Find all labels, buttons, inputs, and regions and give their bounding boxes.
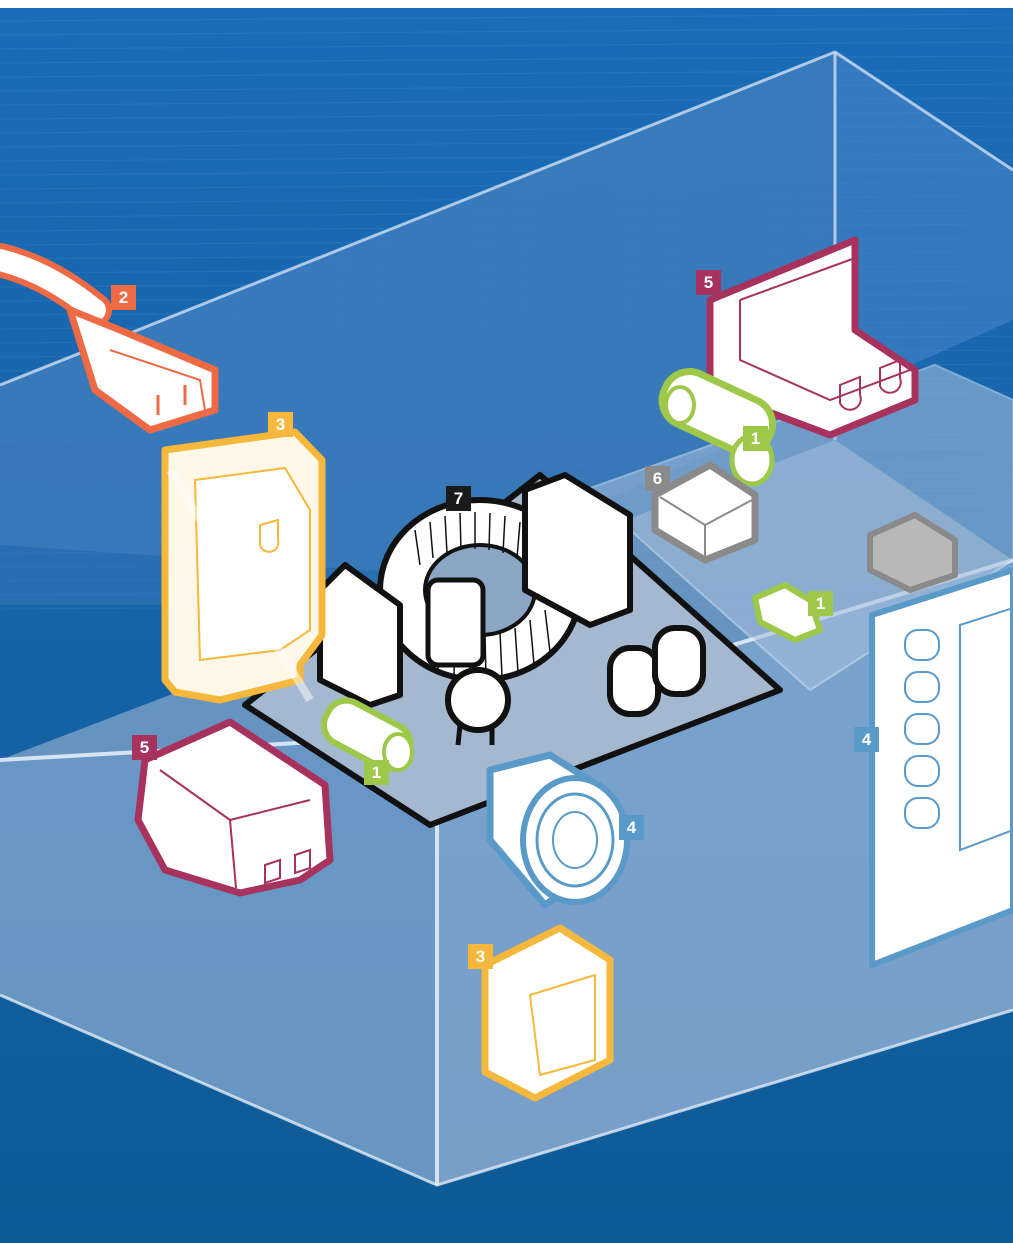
callout-badge-5-lower: 5 — [132, 735, 157, 760]
callout-badge-5-upper: 5 — [696, 270, 721, 295]
callout-badge-4-panel: 4 — [854, 727, 879, 752]
callout-badge-3-upper: 3 — [268, 412, 293, 437]
callout-badge-1-lower: 1 — [364, 760, 389, 785]
callout-badge-6: 6 — [645, 466, 670, 491]
rocker-switch-icon — [165, 432, 322, 700]
callout-badge-1-upper: 1 — [743, 426, 768, 451]
callout-badge-4-button: 4 — [619, 815, 644, 840]
front-panel-icon — [872, 570, 1013, 965]
callout-badge-7: 7 — [446, 486, 471, 511]
top-bar — [0, 0, 1013, 8]
callout-badge-1-small: 1 — [808, 591, 833, 616]
rocker-switch-icon — [485, 928, 610, 1098]
callout-badge-3-lower: 3 — [468, 944, 493, 969]
callout-badge-2: 2 — [111, 285, 136, 310]
